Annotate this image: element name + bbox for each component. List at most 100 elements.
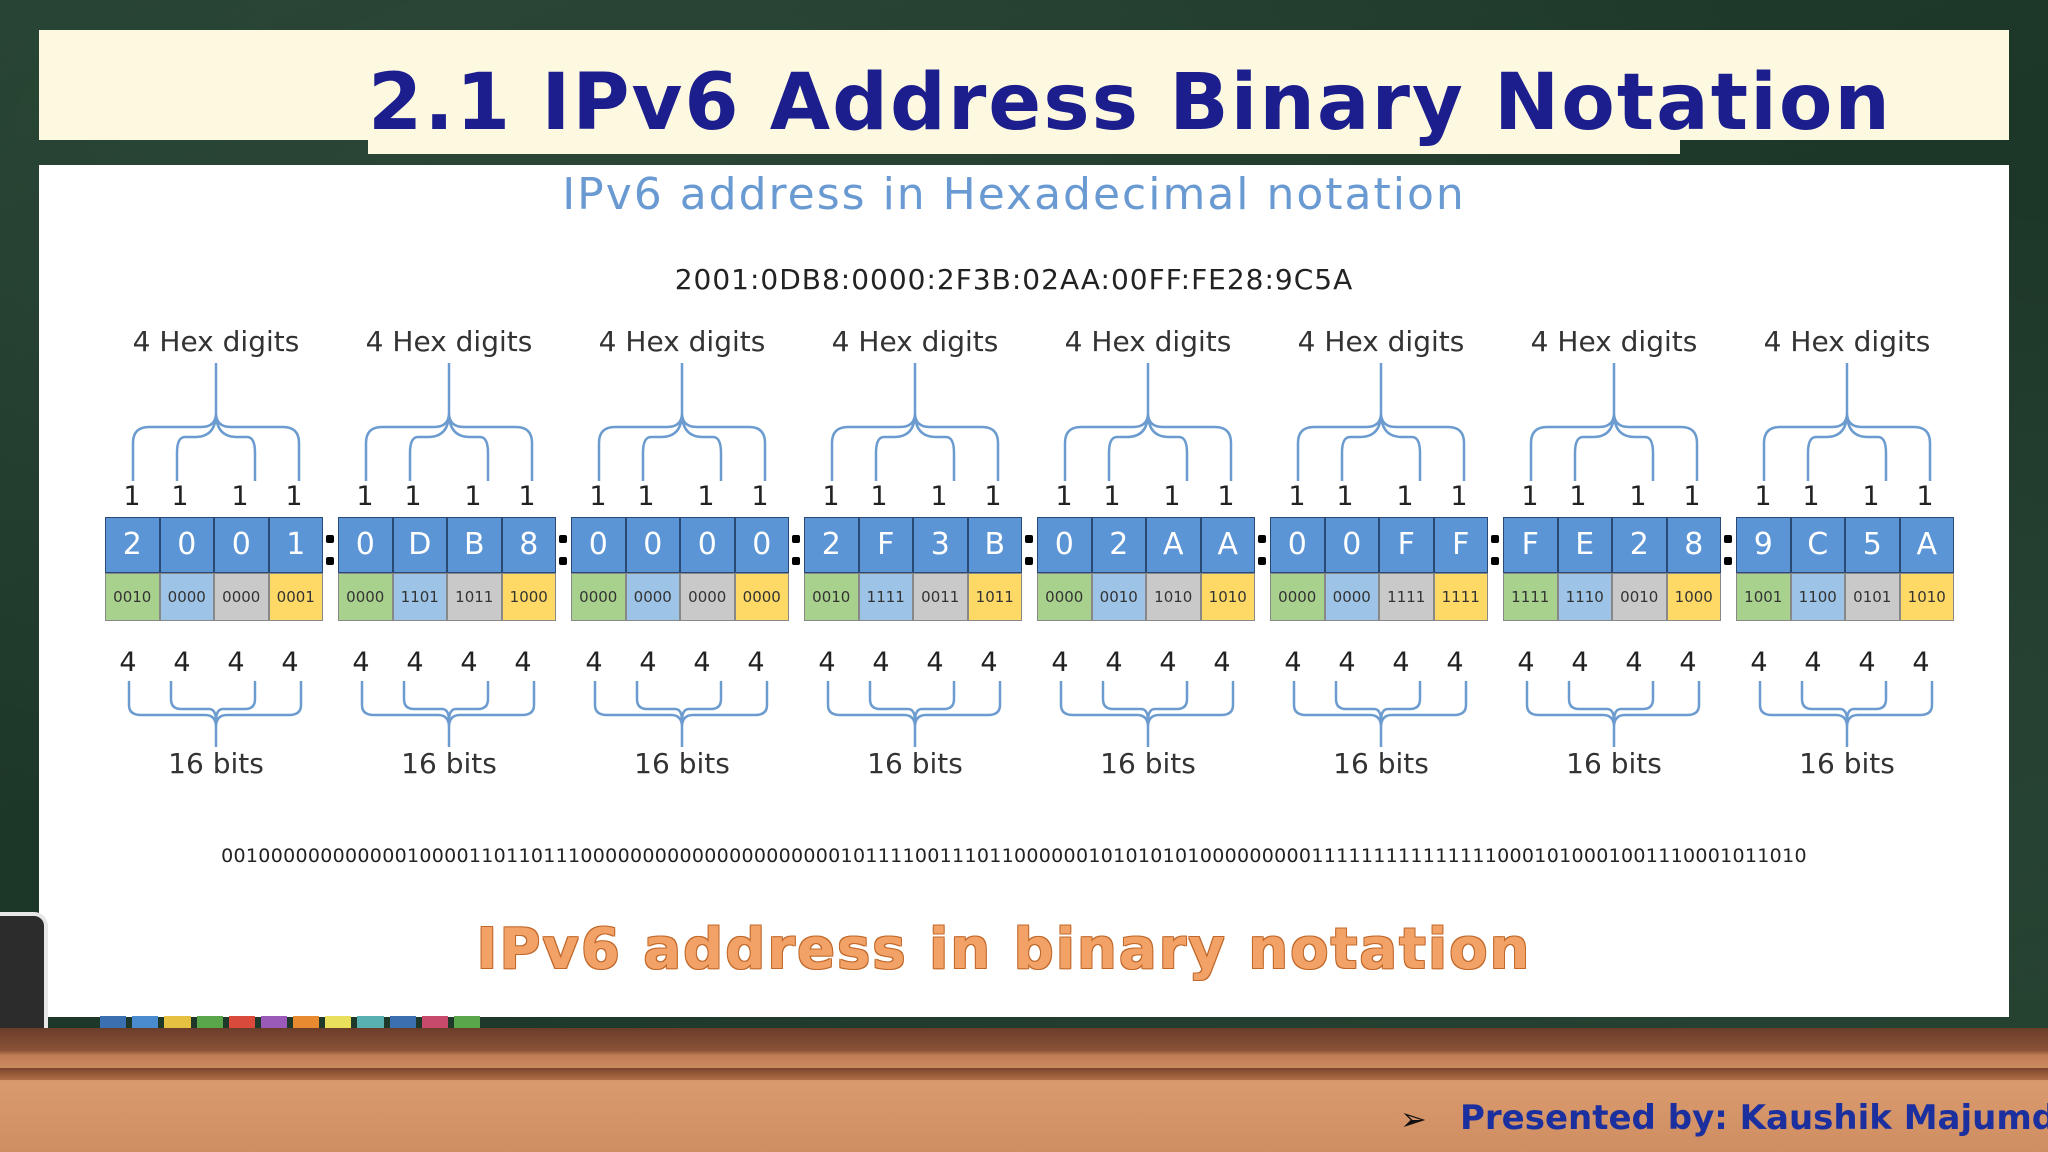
digit-count: 1 [518, 481, 536, 512]
bottom-bracket [1292, 681, 1468, 747]
shelf-edge [0, 1068, 2048, 1080]
digit-count: 1 [123, 481, 141, 512]
bit-count: 4 [1159, 647, 1177, 678]
binary-nibble-cell: 1000 [1666, 573, 1721, 621]
hex-digits-label: 4 Hex digits [1530, 325, 1698, 358]
binary-nibble-cell: 1111 [858, 573, 913, 621]
bit-count: 4 [747, 647, 765, 678]
bit-count: 4 [693, 647, 711, 678]
binary-nibble-cell: 0001 [268, 573, 323, 621]
bit-count: 4 [352, 647, 370, 678]
digit-count: 1 [1521, 481, 1539, 512]
bit-count: 4 [1679, 647, 1697, 678]
hex-digit-cell: 0 [338, 517, 393, 573]
bit-count: 4 [926, 647, 944, 678]
bit-count: 4 [514, 647, 532, 678]
top-bracket [1762, 363, 1932, 481]
digit-count: 1 [1055, 481, 1073, 512]
bit-count: 4 [818, 647, 836, 678]
top-bracket [131, 363, 301, 481]
hex-digit-cell: B [967, 517, 1022, 573]
hex-digit-cell: F [1503, 517, 1558, 573]
digit-count: 1 [1103, 481, 1121, 512]
digit-count: 1 [404, 481, 422, 512]
bits-label: 16 bits [168, 747, 264, 780]
hex-digits-label: 4 Hex digits [1064, 325, 1232, 358]
bit-count: 4 [1051, 647, 1069, 678]
hex-digit-cell: 0 [734, 517, 789, 573]
bit-count: 4 [1571, 647, 1589, 678]
hex-digit-cell: 2 [804, 517, 859, 573]
digit-count: 1 [1754, 481, 1772, 512]
bit-count: 4 [1392, 647, 1410, 678]
hex-digit-cell: F [1433, 517, 1488, 573]
digit-count: 1 [1862, 481, 1880, 512]
binary-nibble-cell: 0000 [214, 573, 269, 621]
bits-label: 16 bits [1566, 747, 1662, 780]
bit-count: 4 [406, 647, 424, 678]
binary-nibble-cell: 0000 [1324, 573, 1379, 621]
hex-digit-cell: 0 [1270, 517, 1325, 573]
bit-count: 4 [1213, 647, 1231, 678]
binary-nibble-cell: 0000 [159, 573, 214, 621]
hex-digit-cell: D [392, 517, 447, 573]
binary-nibble-cell: 0010 [1612, 573, 1667, 621]
diagram-panel: IPv6 address in Hexadecimal notation 200… [39, 165, 2009, 1017]
bits-label: 16 bits [634, 747, 730, 780]
hex-digits-label: 4 Hex digits [1763, 325, 1931, 358]
digit-count: 1 [356, 481, 374, 512]
binary-address: 0010000000000001000011011011100000000000… [221, 845, 1807, 867]
slide-title: 2.1 IPv6 Address Binary Notation [368, 52, 1890, 154]
bottom-bracket [826, 681, 1002, 747]
bits-label: 16 bits [1799, 747, 1895, 780]
binary-nibble-cell: 0010 [105, 573, 160, 621]
digit-count: 1 [984, 481, 1002, 512]
bit-count: 4 [639, 647, 657, 678]
binary-nibble-cell: 0000 [625, 573, 680, 621]
bits-label: 16 bits [867, 747, 963, 780]
colon-separator [1722, 517, 1734, 577]
bit-count: 4 [1804, 647, 1822, 678]
hex-notation-heading: IPv6 address in Hexadecimal notation [562, 169, 1466, 220]
binary-nibble-cell: 1101 [392, 573, 447, 621]
bottom-bracket [1525, 681, 1701, 747]
binary-nibble-cell: 1111 [1379, 573, 1434, 621]
bits-label: 16 bits [401, 747, 497, 780]
hex-digit-cell: 2 [1612, 517, 1667, 573]
hex-address: 2001:0DB8:0000:2F3B:02AA:00FF:FE28:9C5A [674, 263, 1354, 296]
hex-digit-cell: F [858, 517, 913, 573]
digit-count: 1 [464, 481, 482, 512]
colon-separator [324, 517, 336, 577]
hex-digit-cell: 0 [159, 517, 214, 573]
hex-digits-label: 4 Hex digits [365, 325, 533, 358]
binary-nibble-cell: 1011 [447, 573, 502, 621]
hex-digit-cell: 8 [1666, 517, 1721, 573]
bottom-bracket [1059, 681, 1235, 747]
hex-digits-label: 4 Hex digits [831, 325, 999, 358]
binary-nibble-cell: 0000 [338, 573, 393, 621]
bit-count: 4 [980, 647, 998, 678]
digit-count: 1 [285, 481, 303, 512]
hex-digit-cell: 9 [1736, 517, 1791, 573]
hex-digit-cell: 0 [214, 517, 269, 573]
bit-count: 4 [1105, 647, 1123, 678]
bottom-bracket [1758, 681, 1934, 747]
top-bracket [1296, 363, 1466, 481]
